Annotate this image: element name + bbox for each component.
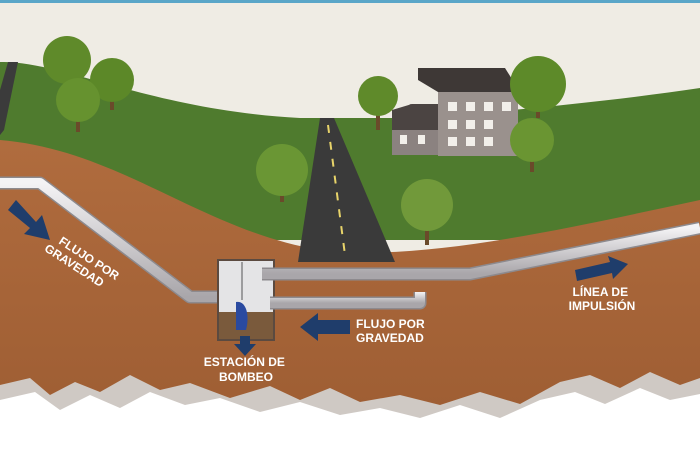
road-left [0,62,18,135]
label-gravity-flow-right: FLUJO POR GRAVEDAD [356,317,428,345]
label-pump-station: ESTACIÓN DE BOMBEO [204,354,288,384]
arrow-right-icon [575,256,628,281]
arrow-left-icon [300,313,350,341]
trees [43,36,566,245]
white-bottom-edge [0,388,700,450]
tree-icon [510,56,566,118]
tree-icon [401,179,453,245]
tree-icon [256,144,308,202]
grass-hill [0,61,700,240]
road-markings [327,124,346,256]
arrow-down-icon [234,336,256,356]
road-center [298,118,395,262]
top-border [0,0,700,3]
tree-icon [43,36,91,86]
arrow-down-right-icon [8,200,50,240]
soil [0,140,700,450]
tree-icon [510,118,554,172]
tree-icon [56,78,100,132]
pump-icon [236,301,248,330]
tree-icon [90,58,134,110]
label-force-main: LÍNEA DE IMPULSIÓN [569,284,636,313]
tree-icon [358,76,398,130]
house [392,68,520,156]
